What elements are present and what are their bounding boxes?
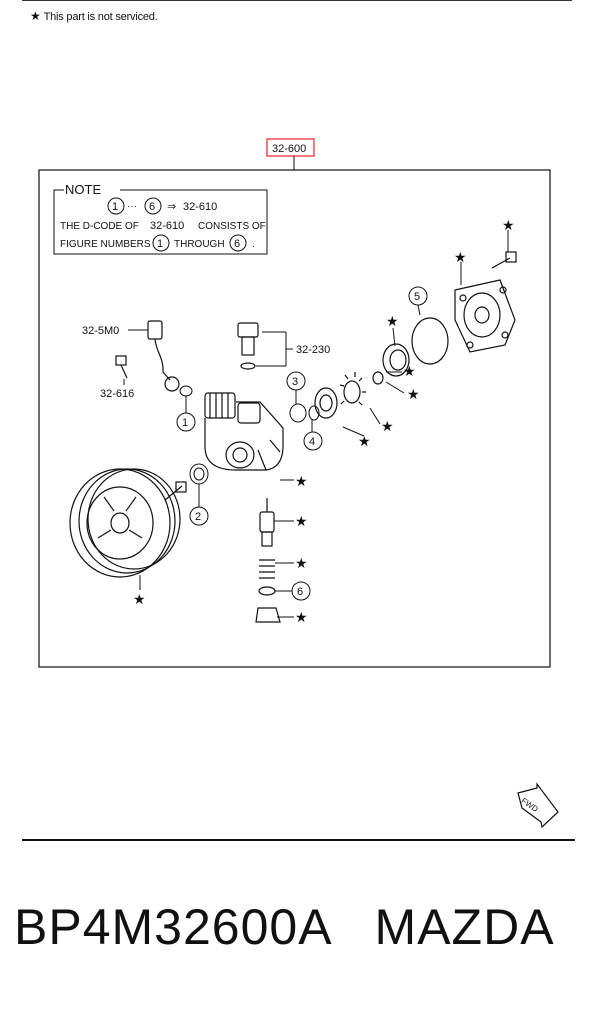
callout-1: 1 — [182, 417, 188, 429]
note-line2-b: CONSISTS OF — [198, 221, 266, 232]
note-box: NOTE 1 ··· 6 ⇒ 32-610 THE D-CODE OF 32-6… — [53, 182, 268, 255]
star-icon: ★ — [295, 473, 308, 489]
label-32-616[interactable]: 32-616 — [100, 388, 134, 400]
callout-2: 2 — [195, 511, 201, 523]
callout-6: 6 — [297, 586, 303, 598]
top-rule — [22, 0, 572, 1]
label-32-230[interactable]: 32-230 — [296, 344, 330, 356]
label-32-5m0[interactable]: 32-5M0 — [82, 325, 119, 337]
star-icon: ★ — [454, 249, 467, 265]
pressure-switch-drawing — [147, 320, 180, 392]
end-cover-drawing — [454, 251, 517, 353]
star-icon: ★ — [358, 433, 371, 449]
star-icon: ★ — [386, 313, 399, 329]
assembly-highlight-box — [266, 138, 315, 157]
note-arrow: ⇒ — [167, 201, 176, 213]
star-icon: ★ — [295, 555, 308, 571]
diagram-frame — [38, 169, 551, 668]
note-range-code: 32-610 — [183, 201, 217, 213]
callout-4: 4 — [309, 436, 315, 448]
star-icon: ★ — [30, 9, 41, 23]
star-icon: ★ — [403, 363, 416, 379]
star-icon: ★ — [407, 386, 420, 402]
footer: BP4M32600A MAZDA — [14, 898, 594, 956]
valve-drawing — [237, 322, 259, 370]
pulley-drawing — [69, 468, 187, 578]
assembly-code[interactable]: 32-600 — [272, 143, 306, 155]
legend: ★This part is not serviced. — [30, 9, 158, 23]
note-title: NOTE — [65, 182, 101, 197]
note-line3-a: FIGURE NUMBERS — [60, 239, 151, 250]
star-icon: ★ — [133, 591, 146, 607]
callout-5: 5 — [414, 291, 420, 303]
pump-body-drawing — [204, 392, 284, 471]
star-icon: ★ — [502, 217, 515, 233]
note-line3-n1: 1 — [157, 238, 163, 250]
note-range-end: 6 — [149, 201, 155, 213]
note-line3-n2: 6 — [234, 238, 240, 250]
bottom-rule — [22, 839, 575, 841]
star-icon: ★ — [295, 513, 308, 529]
note-line2-code: 32-610 — [150, 220, 184, 232]
note-line2-a: THE D-CODE OF — [60, 221, 139, 232]
bolt-drawing — [115, 355, 128, 379]
legend-text: This part is not serviced. — [43, 11, 158, 23]
brand-name: MAZDA — [374, 899, 555, 955]
note-line3-end: . — [252, 239, 255, 250]
part-number: BP4M32600A — [14, 899, 333, 955]
note-line3-b: THROUGH — [174, 239, 225, 250]
spool-valve-drawing — [255, 498, 281, 623]
svg-text:···: ··· — [127, 201, 137, 212]
star-icon: ★ — [295, 609, 308, 625]
fwd-arrow-icon: FWD — [517, 782, 559, 829]
note-range-start: 1 — [112, 201, 118, 213]
callout-3: 3 — [292, 376, 298, 388]
star-icon: ★ — [381, 418, 394, 434]
rotor-drawing — [314, 343, 410, 419]
